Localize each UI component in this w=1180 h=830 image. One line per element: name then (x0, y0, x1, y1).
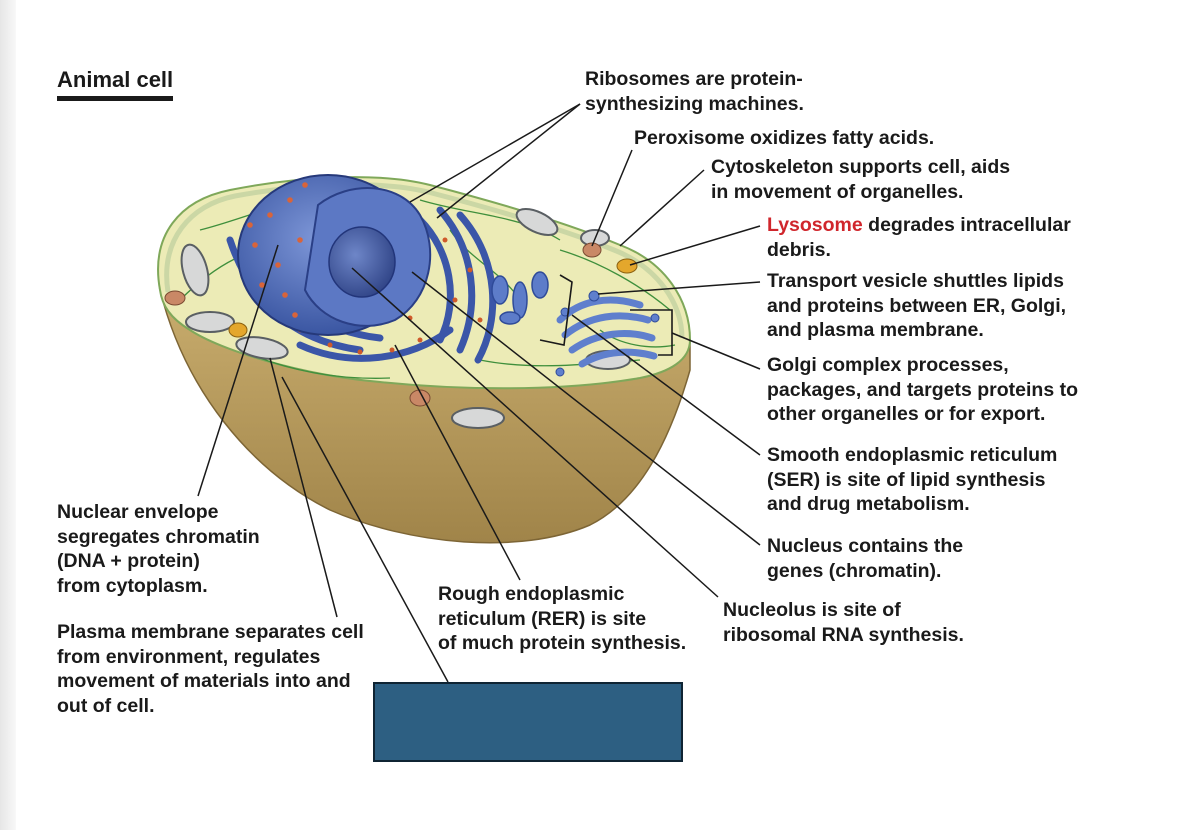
lysosomes (228, 258, 638, 338)
label-line: Smooth endoplasmic reticulum (767, 444, 1058, 466)
label-plasma-membrane: Plasma membrane separates cell from envi… (57, 620, 364, 718)
chromatin-ribosomes (247, 182, 308, 318)
label-line: Cytoskeleton supports cell, aids (711, 156, 1011, 178)
label-line: (SER) is site of lipid synthesis (767, 468, 1046, 491)
label-line: of much protein synthesis. (438, 632, 687, 654)
label-golgi: Golgi complex processes, packages, and t… (767, 353, 1078, 427)
label-transport-vesicle: Transport vesicle shuttles lipids and pr… (767, 269, 1066, 343)
label-line: out of cell. (57, 694, 155, 717)
label-nucleolus: Nucleolus is site of ribosomal RNA synth… (723, 598, 964, 647)
label-line: other organelles or for export. (767, 403, 1046, 425)
label-nucleus: Nucleus contains the genes (chromatin). (767, 534, 963, 583)
label-line: from environment, regulates (57, 645, 321, 668)
label-line: (DNA + protein) (57, 550, 200, 572)
ser-bracket (539, 274, 573, 346)
mitochondria (180, 208, 631, 429)
label-line: Nuclear envelope (57, 501, 219, 523)
label-line: in movement of organelles. (711, 180, 964, 203)
label-nuclear-envelope: Nuclear envelope segregates chromatin (D… (57, 500, 260, 598)
label-line: Golgi complex processes, (767, 354, 1009, 376)
label-line: and proteins between ER, Golgi, (767, 294, 1067, 317)
label-line: Nucleus contains the (767, 535, 964, 557)
label-line: Peroxisome oxidizes fatty acids. (634, 127, 935, 149)
label-line: segregates chromatin (57, 525, 260, 548)
label-line: Transport vesicle shuttles lipids (767, 270, 1064, 292)
label-ser: Smooth endoplasmic reticulum (SER) is si… (767, 443, 1057, 517)
label-line: synthesizing machines. (585, 92, 804, 115)
label-line: reticulum (RER) is site (438, 607, 647, 630)
label-line: Plasma membrane separates cell (57, 621, 364, 643)
label-line: Nucleolus is site of (723, 599, 901, 621)
label-line: Rough endoplasmic (438, 583, 625, 605)
label-line: Ribosomes are protein- (585, 68, 803, 90)
smooth-er (491, 271, 549, 325)
label-cytoskeleton: Cytoskeleton supports cell, aids in move… (711, 155, 1010, 204)
leader-lines (197, 103, 761, 683)
label-line: ribosomal RNA synthesis. (723, 623, 964, 646)
diagram-title: Animal cell (57, 66, 174, 101)
redaction-box (373, 682, 683, 762)
label-line: and plasma membrane. (767, 319, 984, 341)
label-line: from cytoplasm. (57, 574, 208, 597)
label-line: and drug metabolism. (767, 493, 970, 515)
transport-vesicles (555, 290, 660, 377)
nucleolus (328, 226, 396, 298)
lysosome-term: Lysosome (767, 214, 863, 236)
golgi-bracket (630, 309, 673, 356)
label-ribosomes: Ribosomes are protein- synthesizing mach… (585, 67, 804, 116)
label-peroxisome: Peroxisome oxidizes fatty acids. (634, 126, 934, 151)
label-line: Lysosome degrades intracellular (767, 213, 1071, 238)
lysosome-description: degrades intracellular (862, 214, 1071, 236)
label-rer: Rough endoplasmic reticulum (RER) is sit… (438, 582, 686, 656)
label-line: movement of materials into and (57, 670, 351, 692)
label-line: packages, and targets proteins to (767, 378, 1079, 401)
label-line: debris. (767, 238, 831, 261)
page-edge-shadow (0, 0, 16, 830)
label-line: genes (chromatin). (767, 559, 942, 582)
label-lysosome: Lysosome degrades intracellular debris. (767, 213, 1071, 262)
